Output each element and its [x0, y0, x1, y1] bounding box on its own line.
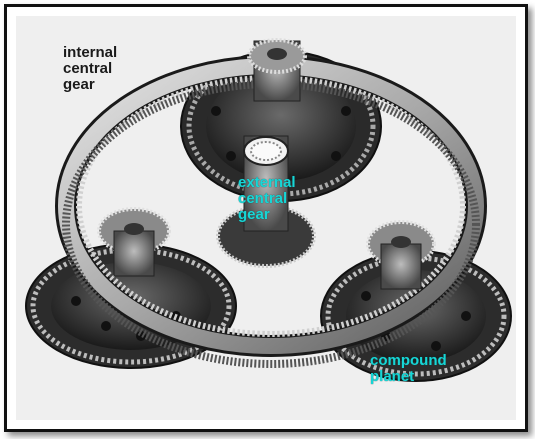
photo-frame [4, 4, 528, 432]
planet-pinion-top [247, 38, 307, 102]
gear-assembly-photo [16, 16, 516, 420]
label-internal-central-gear: internal central gear [63, 44, 118, 93]
external-central-gear [216, 135, 316, 268]
gear-train-illustration [16, 16, 516, 420]
label-external-central-gear: external central gear [238, 174, 296, 223]
planet-pinion-right [366, 220, 436, 290]
label-compound-planet: compound planet [370, 352, 447, 385]
planet-pinion-left [97, 207, 171, 277]
